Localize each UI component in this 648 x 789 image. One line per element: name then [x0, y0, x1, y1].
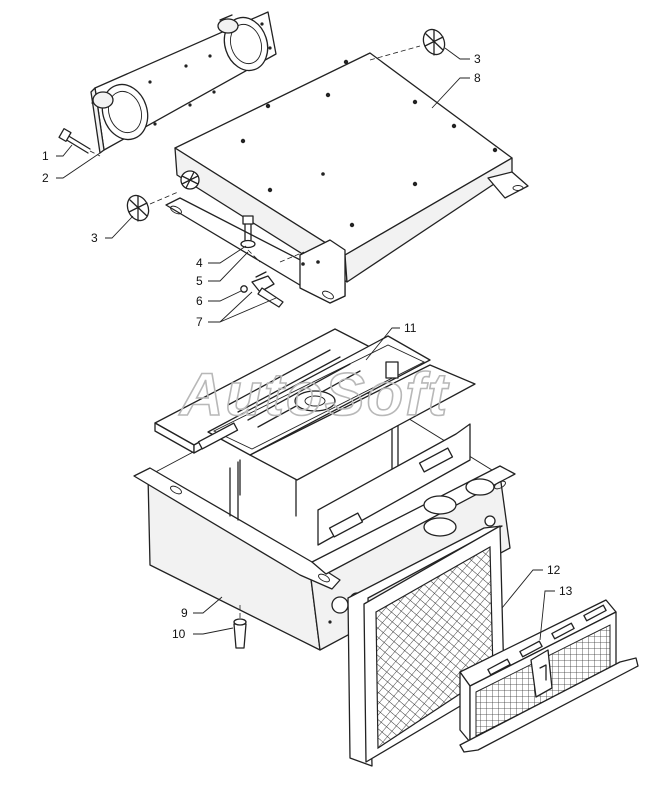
callout-6: 6	[196, 294, 203, 308]
callout-3-upper: 3	[474, 52, 481, 66]
callout-5: 5	[196, 274, 203, 288]
filter-frame-part-12	[347, 515, 505, 767]
fan-part-3-upper	[369, 28, 446, 61]
callout-10: 10	[172, 627, 186, 641]
bolt-part-1	[58, 128, 101, 157]
fan-part-3-lower	[126, 191, 179, 222]
callout-3-lower: 3	[91, 231, 98, 245]
bolt-washer-parts-4-5	[240, 215, 305, 263]
callout-9: 9	[181, 606, 188, 620]
flange-plate-part-2	[90, 11, 277, 154]
drain-plug-part-10	[233, 605, 247, 649]
callout-11: 11	[404, 321, 417, 335]
frame-part-11	[154, 328, 476, 517]
callout-2: 2	[42, 171, 49, 185]
leader-lines	[56, 47, 555, 641]
callout-8: 8	[474, 71, 481, 85]
callout-7: 7	[196, 315, 203, 329]
callout-13: 13	[559, 584, 573, 598]
top-cover-part-8	[165, 52, 529, 304]
grille-part-13	[459, 599, 639, 753]
callout-1: 1	[42, 149, 49, 163]
callout-4: 4	[196, 256, 203, 270]
callout-12: 12	[547, 563, 561, 577]
watermark-text: AutoSoft	[178, 361, 450, 428]
callout-labels: 1 2 3 3 4 5 6 7 8 9 10 11 12 13	[42, 52, 573, 641]
latch-parts-6-7	[240, 271, 284, 308]
